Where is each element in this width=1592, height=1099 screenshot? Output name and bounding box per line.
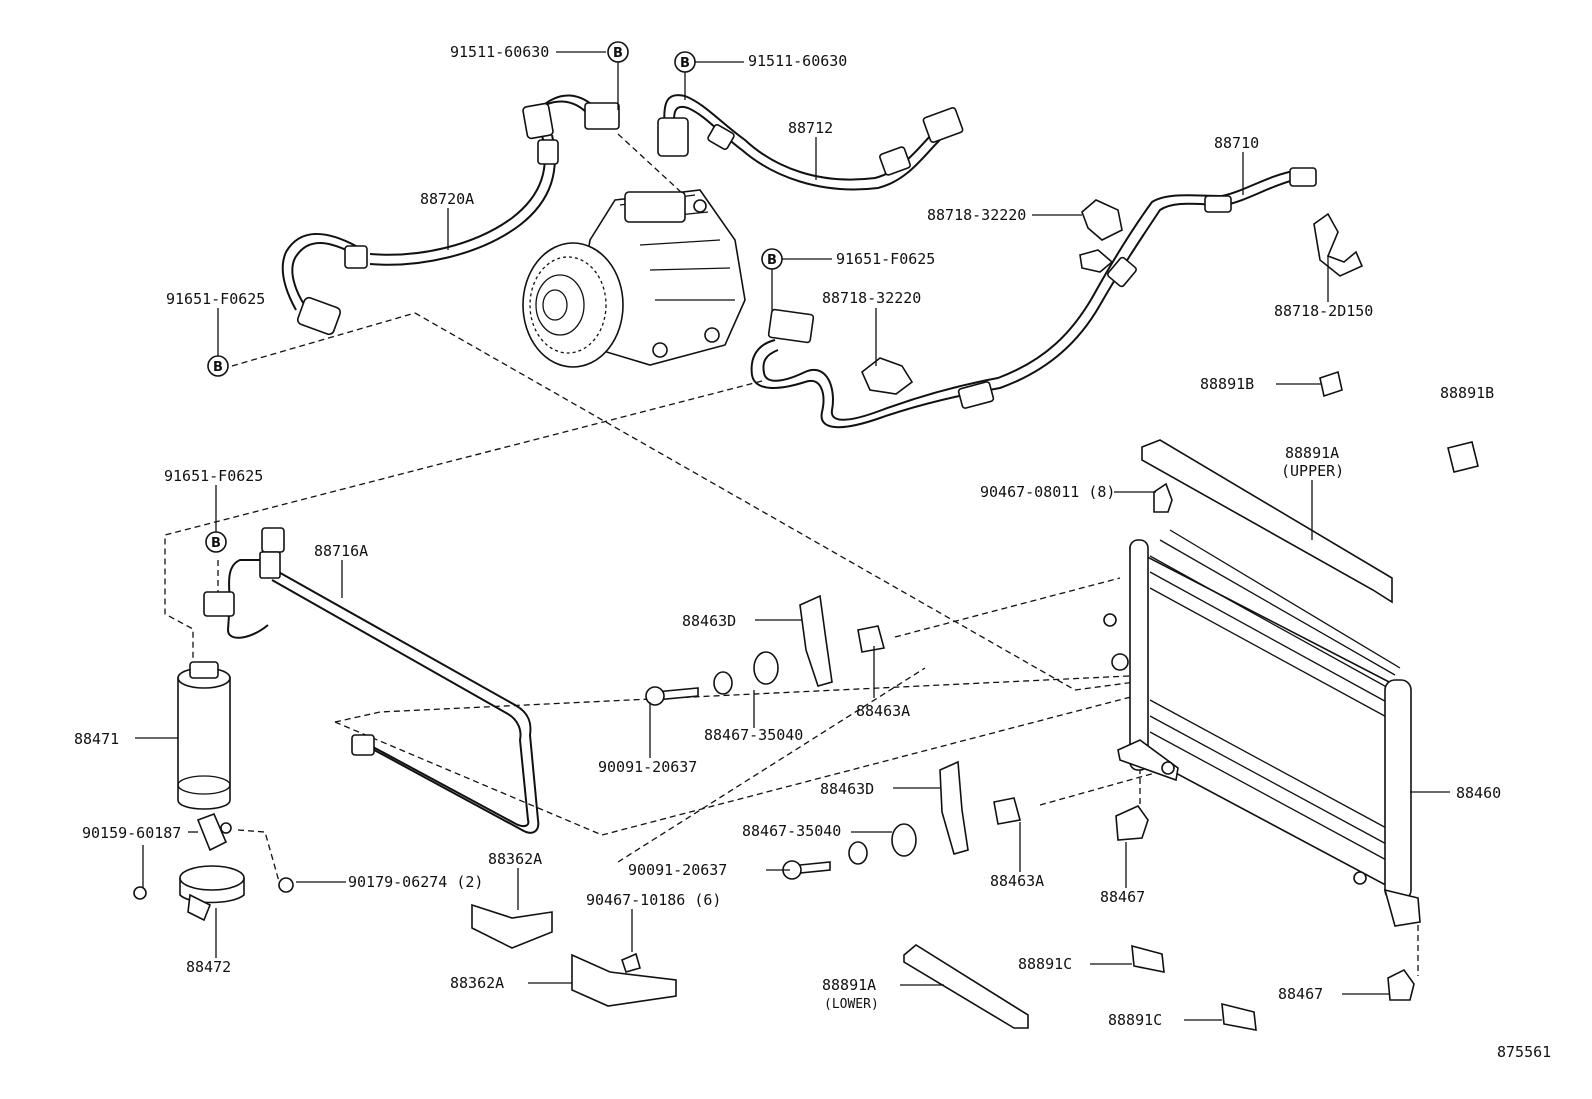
label-88460: 88460 [1456,784,1501,802]
label-90467-10186: 90467-10186 (6) [586,891,721,909]
svg-text:B: B [613,46,623,61]
label-88463a-b: 88463A [990,872,1044,890]
callout-b-1: B [607,41,629,63]
label-88471: 88471 [74,730,119,748]
label-lower-note: (LOWER) [824,997,879,1012]
label-90179-06274: 90179-06274 (2) [348,873,483,891]
label-88467-a: 88467 [1100,888,1145,906]
cushion-88463a-upper [857,625,886,653]
suction-hose-88720a [281,94,620,336]
svg-text:B: B [680,56,690,71]
bracket-88362a-upper [471,903,553,949]
svg-text:B: B [213,360,223,375]
bracket-88472 [133,812,294,922]
hose-clamp-88718-32220-lower [861,357,914,395]
hose-clamp-88718-32220-upper [1079,199,1123,273]
ac-compressor [522,189,746,368]
clip-88467-upper [1115,804,1149,841]
cushion-88891b [1319,370,1479,473]
svg-text:B: B [767,253,777,268]
label-upper-note: (UPPER) [1281,462,1344,480]
label-88720a: 88720A [420,190,474,208]
hose-clamp-88718-2d150 [1313,212,1364,277]
bracket-88463d-lower [939,760,969,855]
label-90467-08011: 90467-08011 (8) [980,483,1115,501]
label-90159-60187: 90159-60187 [82,824,181,842]
pipe-88710 [750,167,1317,429]
bolt-90091-20637-upper [645,686,699,706]
label-91651-f0625-c: 91651-F0625 [164,467,263,485]
label-88467-b: 88467 [1278,985,1323,1003]
collar-88467-35040-upper [713,651,779,695]
label-88463a-a: 88463A [856,702,910,720]
callout-b-5: B [205,531,227,553]
discharge-hose-88712 [657,94,964,191]
clip-88467-lower [1387,968,1415,1001]
pipe-88716a [226,527,540,834]
seal-88891a-lower [903,944,1029,1029]
label-88362a-b: 88362A [450,974,504,992]
label-90091-20637-a: 90091-20637 [598,758,697,776]
label-88463d-a: 88463D [682,612,736,630]
label-91511-60630-b: 91511-60630 [748,52,847,70]
label-88891c-a: 88891C [1018,955,1072,973]
seal-88891a-upper [1141,439,1393,604]
label-88472: 88472 [186,958,231,976]
label-88891b-b: 88891B [1440,384,1494,402]
callout-b-4: B [207,355,229,377]
label-88891c-b: 88891C [1108,1011,1162,1029]
clip-90467-08011 [1153,482,1173,513]
label-88718-2d150: 88718-2D150 [1274,302,1373,320]
collar-88467-35040-lower [848,823,917,865]
label-88467-35040-a: 88467-35040 [704,726,803,744]
label-88718-32220-b: 88718-32220 [822,289,921,307]
label-88718-32220-a: 88718-32220 [927,206,1026,224]
label-91651-f0625-a: 91651-F0625 [836,250,935,268]
diagram-id: 875561 [1497,1043,1551,1061]
label-88467-35040-b: 88467-35040 [742,822,841,840]
callout-b-2: B [674,51,696,73]
receiver-drier-88471 [177,591,235,810]
label-88463d-b: 88463D [820,780,874,798]
bolt-90091-20637-lower [782,860,831,880]
svg-text:B: B [211,536,221,551]
clip-90467-10186 [621,952,641,973]
label-88891b-a: 88891B [1200,375,1254,393]
label-88716a: 88716A [314,542,368,560]
label-88712: 88712 [788,119,833,137]
label-88362a-a: 88362A [488,850,542,868]
label-91511-60630-a: 91511-60630 [450,43,549,61]
cushion-88891c-upper [1131,944,1165,973]
part-labels: 91511-60630 91511-60630 88712 88710 8872… [74,43,1551,1061]
condenser-88460 [1103,529,1421,927]
label-88891a-upper: 88891A [1285,444,1339,462]
label-88710: 88710 [1214,134,1259,152]
leader-lines [135,51,1450,1021]
cushion-88891c-lower [1221,1002,1257,1031]
label-90091-20637-b: 90091-20637 [628,861,727,879]
callout-b-3: B [761,248,783,270]
cushion-88463a-lower [993,797,1022,825]
bracket-88463d-upper [799,594,833,687]
label-91651-f0625-b: 91651-F0625 [166,290,265,308]
label-88891a-lower: 88891A [822,976,876,994]
